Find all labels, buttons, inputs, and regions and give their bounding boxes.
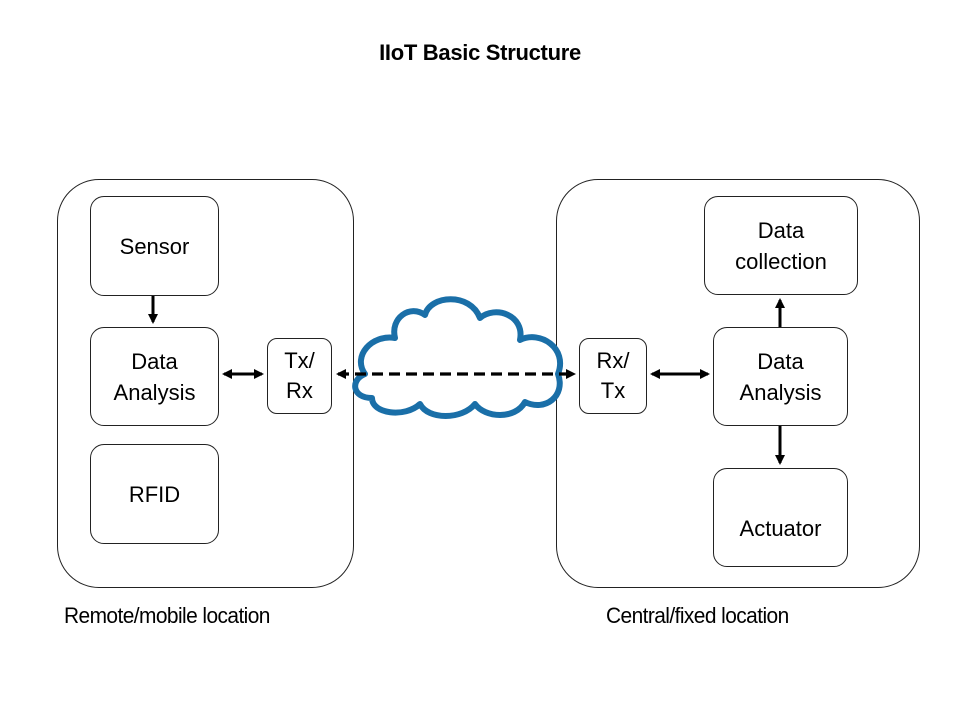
remote-data-analysis-label-1: Data	[131, 348, 178, 374]
txrx-node: Tx/Rx	[267, 338, 332, 414]
rxtx-label-2: Tx	[600, 378, 626, 403]
central-data-analysis-label-1: Data	[757, 348, 804, 374]
cloud-icon	[352, 296, 563, 419]
rxtx-label-1: Rx/	[596, 348, 630, 373]
central-location-caption: Central/fixed location	[606, 603, 789, 628]
actuator-label: Actuator	[739, 516, 822, 541]
diagram-title: IIoT Basic Structure	[379, 40, 581, 65]
txrx-label-1: Tx/	[284, 348, 315, 373]
rfid-label: RFID	[128, 481, 181, 507]
data-collection-node: Data collection	[704, 196, 858, 295]
rfid-node: RFID	[90, 444, 219, 544]
sensor-node: Sensor	[90, 196, 219, 296]
txrx-label-2: Rx	[286, 378, 313, 403]
data-collection-label-1: Data	[757, 217, 805, 243]
remote-data-analysis-label-2: Analysis	[113, 379, 196, 405]
data-collection-label-2: collection	[735, 248, 827, 274]
remote-location-caption: Remote/mobile location	[64, 603, 270, 628]
central-data-analysis-label-2: Analysis	[739, 379, 822, 405]
sensor-label: Sensor	[119, 233, 190, 259]
actuator-node: Actuator	[713, 468, 848, 567]
rxtx-node: Rx/Tx	[579, 338, 647, 414]
